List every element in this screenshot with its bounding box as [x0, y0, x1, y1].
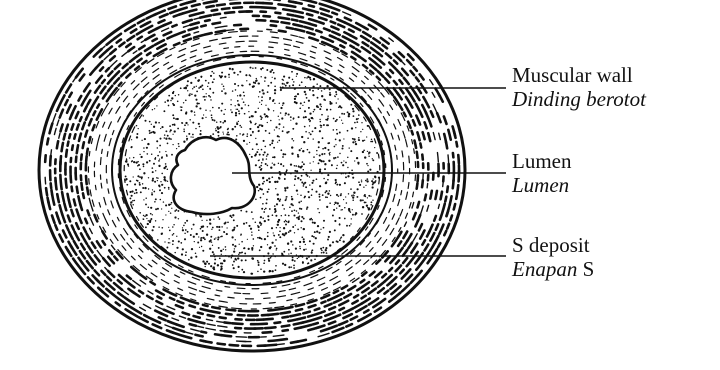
label-s-deposit-ms-letter: S: [583, 257, 595, 281]
label-s-deposit-en: S deposit: [512, 233, 594, 257]
label-s-deposit: S deposit Enapan S: [512, 233, 594, 281]
label-muscular-wall-ms: Dinding berotot: [512, 87, 646, 111]
label-s-deposit-ms-word: Enapan: [512, 257, 577, 281]
label-lumen-en: Lumen: [512, 149, 571, 173]
label-lumen-ms: Lumen: [512, 173, 571, 197]
label-muscular-wall-en: Muscular wall: [512, 63, 646, 87]
lumen-opening: [171, 137, 255, 214]
label-muscular-wall: Muscular wall Dinding berotot: [512, 63, 646, 111]
muscular-wall-ring: [88, 31, 415, 309]
lining-inner-ring: [120, 62, 384, 278]
label-s-deposit-ms: Enapan S: [512, 257, 594, 281]
label-lumen: Lumen Lumen: [512, 149, 571, 197]
s-deposit-region: [125, 67, 380, 275]
lumen-outline: [171, 137, 255, 214]
